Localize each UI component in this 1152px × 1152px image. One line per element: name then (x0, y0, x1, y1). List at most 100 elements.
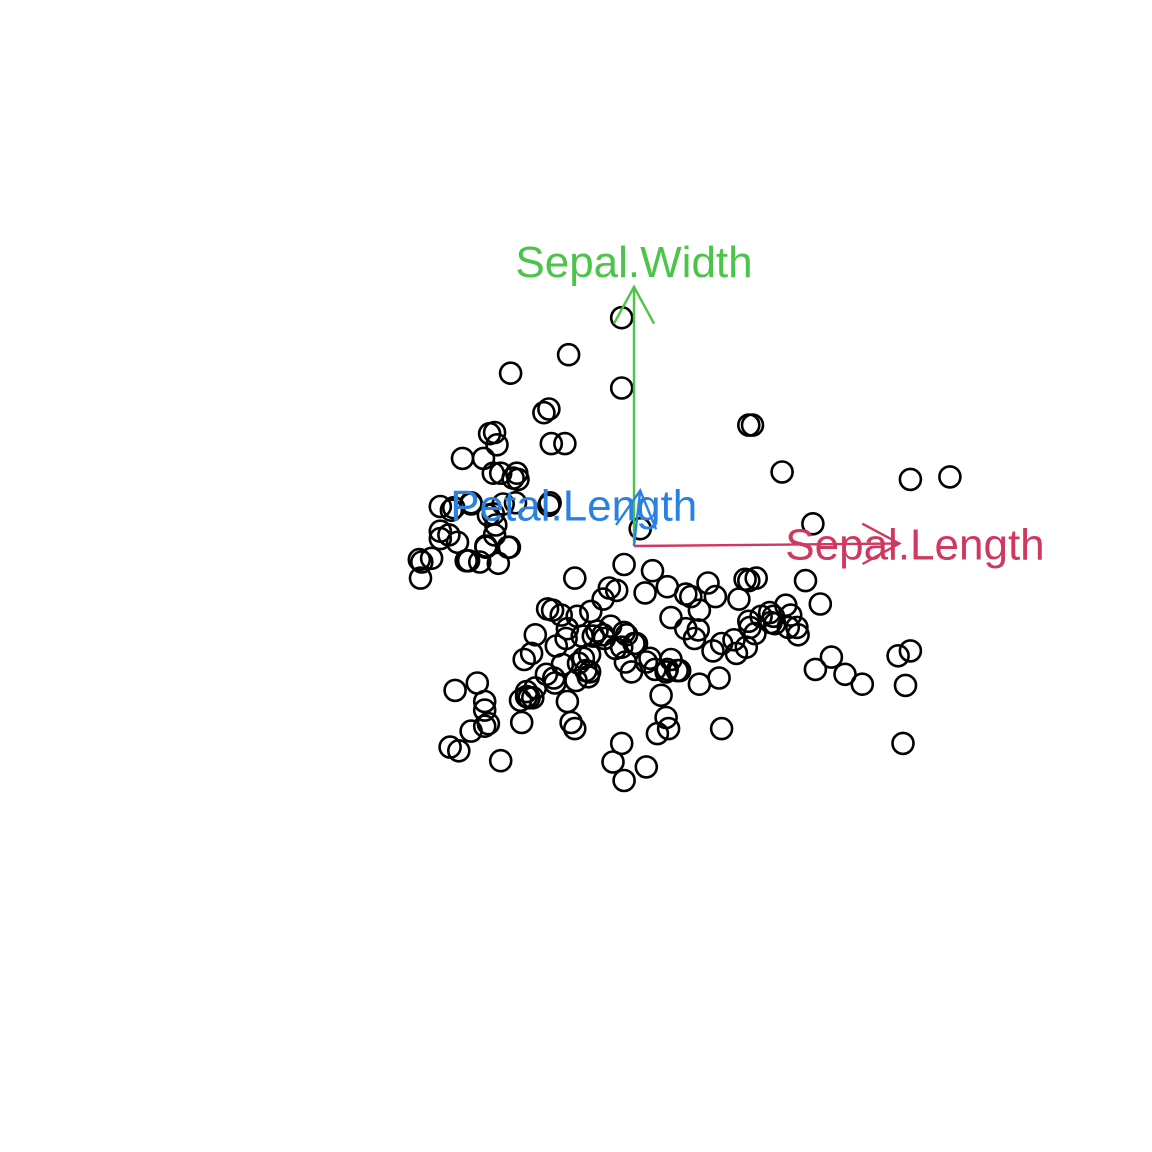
data-point (703, 584, 728, 609)
data-point (612, 768, 636, 793)
data-point (678, 584, 703, 609)
data-point (696, 571, 720, 595)
data-point (785, 615, 809, 640)
data-point (486, 551, 511, 576)
data-point (419, 546, 444, 571)
data-point (520, 685, 545, 710)
data-point (456, 548, 481, 573)
data-point (803, 657, 828, 682)
data-point (808, 592, 833, 616)
data-point (549, 603, 574, 627)
data-point (649, 683, 673, 708)
data-point (770, 460, 794, 484)
data-point (898, 467, 923, 492)
data-point (509, 710, 534, 735)
arrows-layer: Sepal.Length Sepal.Width Petal.Length (450, 238, 1044, 570)
petal-length-arrow-head (615, 488, 658, 530)
data-point (428, 494, 453, 519)
data-point (819, 645, 844, 669)
data-point (722, 627, 746, 652)
data-point (488, 748, 513, 773)
data-point (654, 705, 678, 730)
data-point (736, 413, 761, 437)
data-point (891, 731, 915, 756)
sepal-width-arrow-head (612, 284, 656, 325)
data-point (655, 657, 680, 682)
data-point (559, 710, 583, 735)
data-point (437, 523, 461, 547)
data-point (562, 716, 587, 741)
data-point (736, 609, 761, 634)
data-point (576, 664, 601, 689)
petal-length-label: Petal.Length (450, 482, 697, 531)
data-point (656, 716, 681, 741)
data-point (659, 605, 683, 630)
data-point (744, 566, 769, 590)
data-point (498, 361, 523, 386)
data-point (472, 689, 497, 714)
data-point (446, 738, 471, 763)
data-point (801, 511, 825, 536)
data-point (749, 604, 773, 629)
data-point (893, 673, 918, 698)
data-point (532, 400, 556, 425)
sepal-width-label: Sepal.Width (515, 238, 752, 287)
data-point (439, 498, 464, 523)
data-point (519, 641, 544, 666)
data-point (601, 750, 625, 774)
data-point (709, 716, 734, 741)
sepal-length-arrow-head (861, 522, 902, 566)
data-point (556, 342, 581, 367)
data-point (687, 672, 712, 697)
data-point (776, 615, 801, 640)
data-point (585, 619, 609, 643)
sepal-length-arrow-shaft (633, 542, 900, 548)
petal-length-arrow-shaft (632, 490, 642, 547)
data-point (539, 431, 564, 456)
data-point (682, 626, 707, 651)
data-point (443, 678, 467, 703)
data-point (833, 662, 857, 687)
data-point (609, 731, 634, 756)
data-point (638, 646, 662, 671)
data-point (938, 465, 962, 489)
data-point (445, 530, 470, 555)
data-point (503, 490, 528, 515)
data-point (562, 566, 587, 590)
points-layer (407, 305, 962, 793)
data-point (604, 578, 629, 603)
data-point (581, 624, 606, 648)
data-point (612, 552, 636, 577)
data-point (467, 550, 492, 574)
data-point (614, 622, 639, 647)
data-point (628, 516, 653, 541)
data-point (407, 547, 432, 572)
data-point (553, 431, 577, 456)
data-point (886, 643, 910, 668)
sepal-length-label: Sepal.Length (785, 521, 1044, 570)
data-point (761, 604, 786, 629)
data-point (459, 490, 483, 515)
data-point (538, 490, 562, 515)
data-point (485, 432, 509, 457)
data-point (570, 624, 595, 648)
data-point (850, 672, 875, 697)
data-point (472, 714, 497, 739)
data-point (609, 376, 634, 400)
data-point (898, 639, 923, 663)
data-point (506, 467, 530, 492)
data-point (555, 616, 580, 641)
data-point (408, 566, 433, 590)
data-point (409, 550, 434, 574)
data-point (643, 657, 667, 682)
data-point (633, 581, 657, 605)
data-point (476, 711, 501, 736)
data-point (640, 558, 665, 583)
data-point (441, 495, 466, 520)
data-point (634, 755, 659, 779)
data-point (472, 698, 497, 722)
data-point (537, 397, 561, 421)
data-point (483, 513, 508, 537)
